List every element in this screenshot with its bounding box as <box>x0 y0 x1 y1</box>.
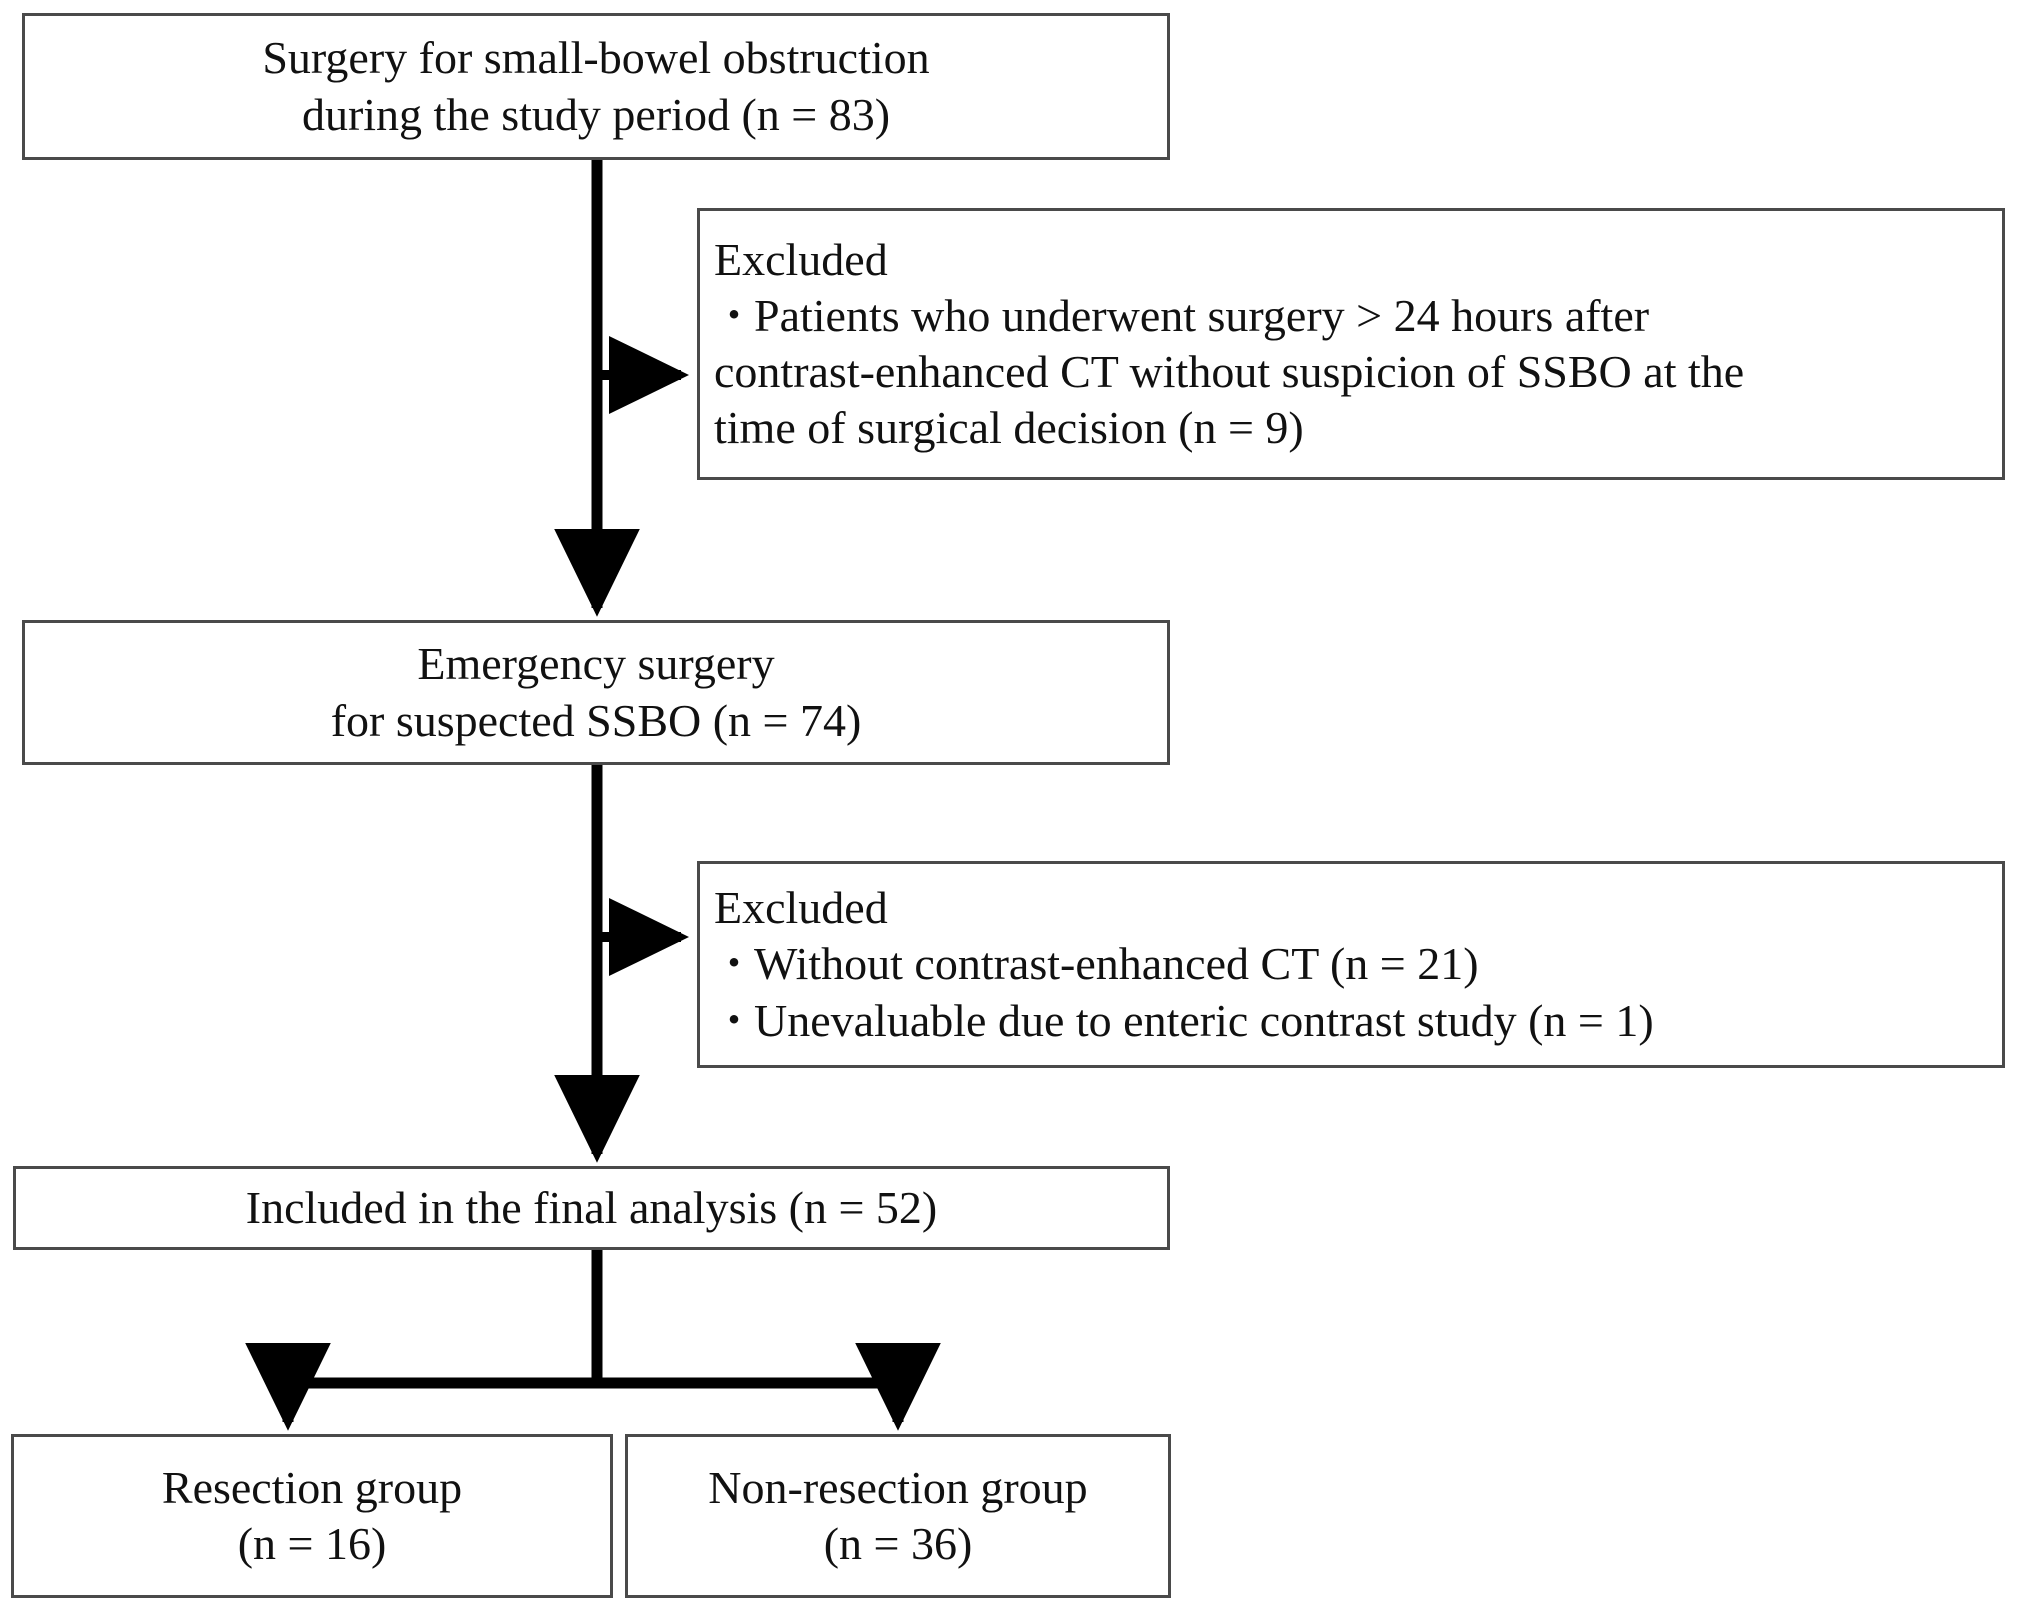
resection-line-1: Resection group <box>161 1461 463 1513</box>
excluded-1-bullet-line-1: Patients who underwent surgery > 24 hour… <box>700 288 1655 344</box>
excluded-2-heading: Excluded <box>714 882 888 934</box>
non-resection-line-2: (n = 36) <box>823 1518 973 1569</box>
node-excluded-1: Excluded Patients who underwent surgery … <box>697 208 2005 480</box>
excluded-2-bullet-1: Without contrast-enhanced CT (n = 21) <box>700 936 1485 992</box>
excluded-1-heading: Excluded <box>714 233 888 285</box>
non-resection-line-1: Non-resection group <box>708 1461 1088 1513</box>
excluded-2-bullet-2: Unevaluable due to enteric contrast stud… <box>700 993 1660 1049</box>
emergency-line-1: Emergency surgery <box>417 638 775 690</box>
node-non-resection-group: Non-resection group (n = 36) <box>625 1434 1171 1598</box>
node-excluded-2: Excluded Without contrast-enhanced CT (n… <box>697 861 2005 1068</box>
excluded-1-bullet-line-3: time of surgical decision (n = 9) <box>714 402 1304 454</box>
resection-line-2: (n = 16) <box>237 1518 387 1569</box>
node-resection-group: Resection group (n = 16) <box>11 1434 613 1598</box>
excluded-1-bullet-line-2: contrast-enhanced CT without suspicion o… <box>714 346 1745 397</box>
enrollment-line-1: Surgery for small-bowel obstruction <box>262 32 930 84</box>
enrollment-line-2: during the study period (n = 83) <box>301 88 891 140</box>
edge-included-split <box>245 1250 941 1431</box>
node-emergency-surgery: Emergency surgery for suspected SSBO (n … <box>22 620 1170 765</box>
node-enrollment: Surgery for small-bowel obstruction duri… <box>22 13 1170 160</box>
emergency-line-2: for suspected SSBO (n = 74) <box>330 694 862 746</box>
node-included: Included in the final analysis (n = 52) <box>13 1166 1170 1250</box>
included-line-1: Included in the final analysis (n = 52) <box>245 1181 938 1233</box>
